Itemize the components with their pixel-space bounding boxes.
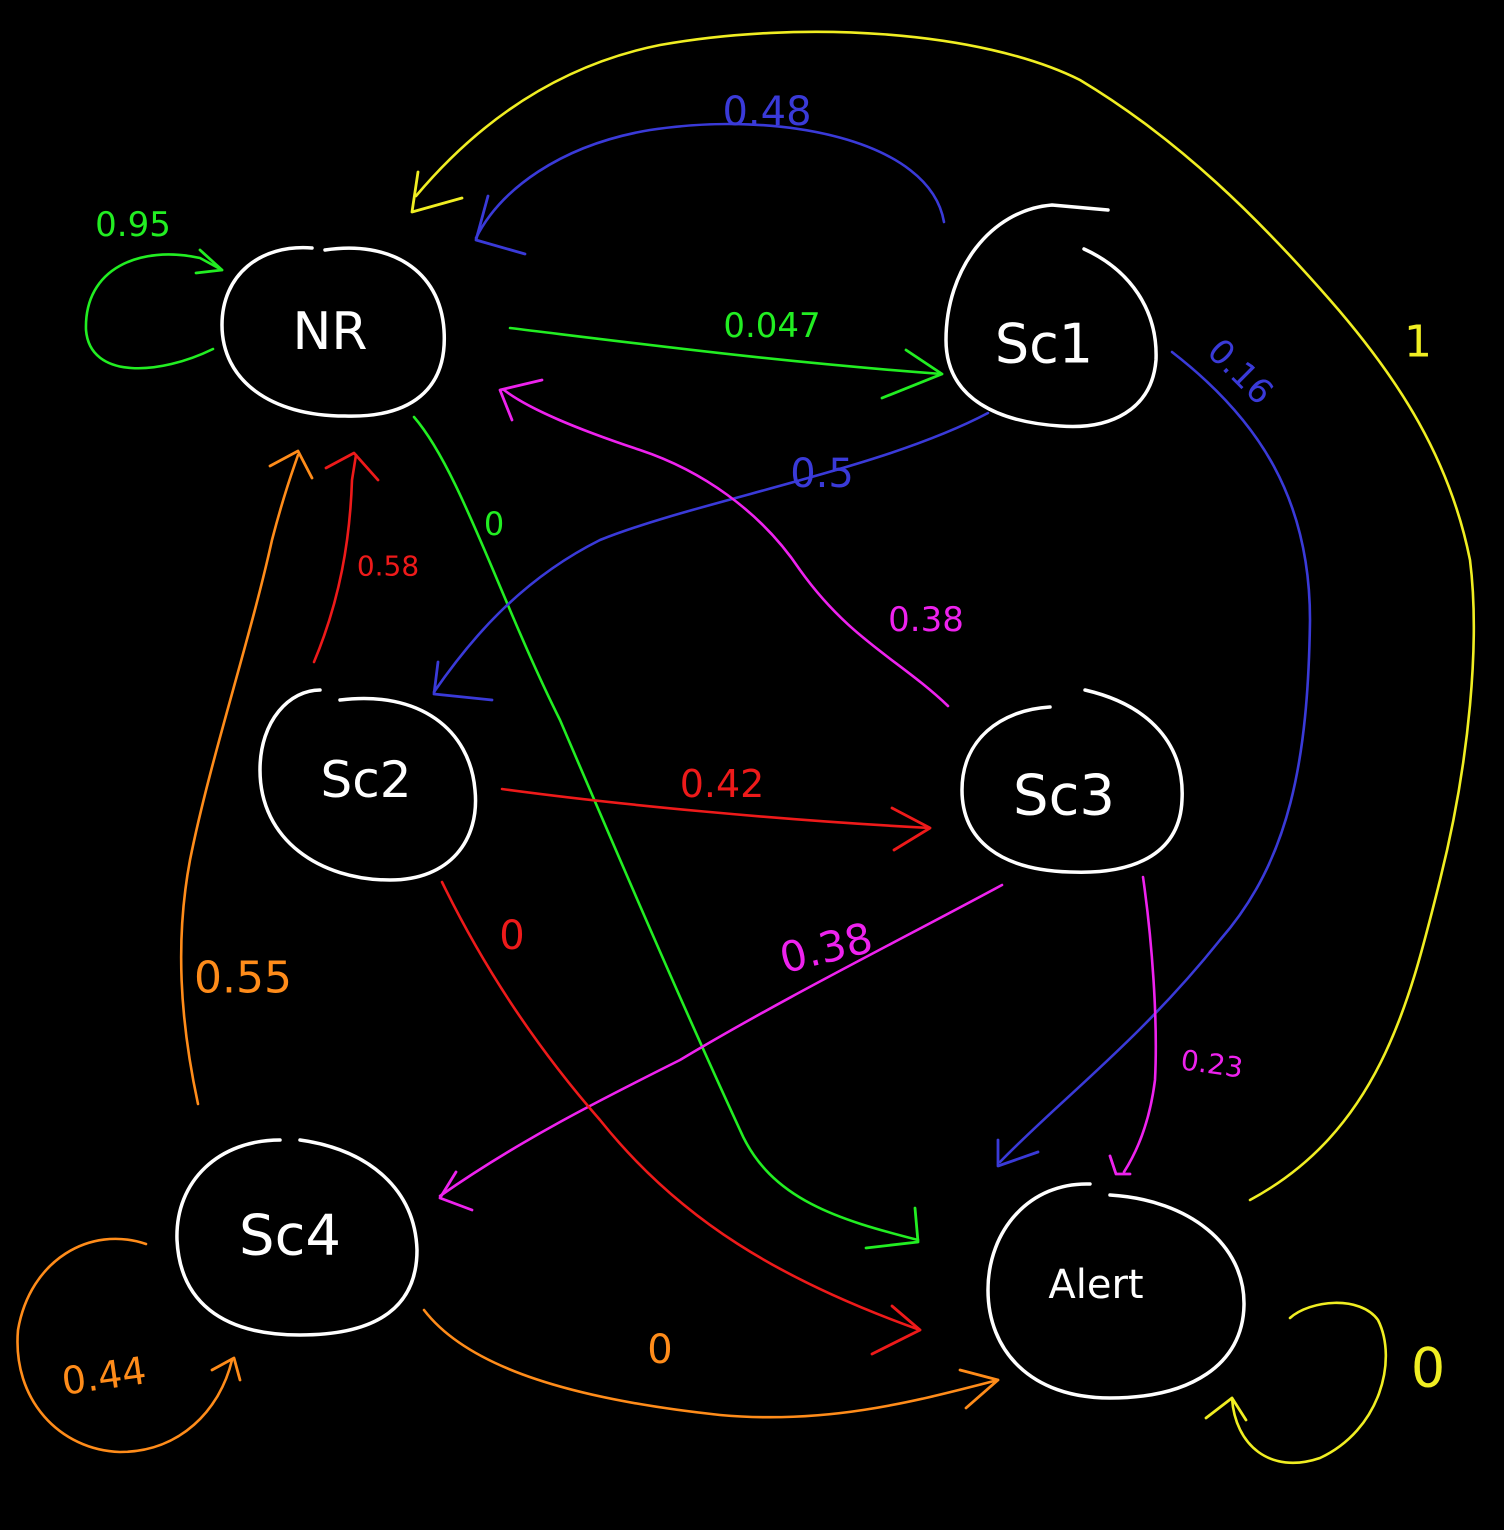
- node-label-sc4: Sc4: [239, 1204, 341, 1269]
- edge-label-sc3-nr: 0.38: [888, 600, 964, 640]
- node-label-nr: NR: [292, 302, 367, 362]
- node-label-sc3: Sc3: [1013, 764, 1115, 829]
- edge-label-nr-sc1: 0.047: [723, 306, 820, 346]
- edge-nr-nr: 0.95: [84, 205, 224, 370]
- edge-label-sc2-sc3: 0.42: [680, 762, 765, 806]
- edge-label-sc2-alert: 0: [499, 913, 524, 959]
- edge-label-sc3-alert: 0.23: [1179, 1043, 1245, 1084]
- edge-sc1-sc2: 0.5: [432, 411, 990, 702]
- node-label-sc2: Sc2: [320, 751, 411, 809]
- node-sc2: Sc2: [258, 688, 478, 882]
- edge-label-alert-nr: 1: [1404, 317, 1432, 368]
- edge-sc4-sc4: 0.44: [16, 1237, 242, 1454]
- edge-sc2-alert: 0: [440, 880, 922, 1356]
- edge-sc4-alert: 0: [422, 1308, 1000, 1419]
- edge-sc1-alert: 0.16: [996, 331, 1312, 1168]
- node-alert: Alert: [986, 1182, 1246, 1400]
- edge-label-sc4-alert: 0: [647, 1327, 672, 1373]
- edge-sc2-sc3: 0.42: [500, 762, 932, 852]
- edge-label-nr-nr: 0.95: [95, 205, 171, 245]
- node-sc4: Sc4: [175, 1138, 419, 1337]
- edge-sc2-nr: 0.58: [312, 451, 419, 664]
- edge-sc3-alert: 0.23: [1108, 875, 1245, 1176]
- edge-nr-alert: 0: [412, 415, 920, 1250]
- node-sc1: Sc1: [944, 203, 1158, 429]
- edge-label-sc4-nr: 0.55: [194, 953, 292, 1004]
- edge-label-sc2-nr: 0.58: [357, 550, 419, 583]
- edge-label-nr-alert: 0: [484, 505, 504, 543]
- edge-sc4-nr: 0.55: [179, 449, 314, 1106]
- edge-sc1-nr: 0.48: [474, 89, 946, 256]
- edge-label-alert-alert: 0: [1411, 1337, 1445, 1400]
- node-label-sc1: Sc1: [995, 313, 1093, 376]
- edge-label-sc1-nr: 0.48: [722, 89, 811, 135]
- edge-label-sc1-alert: 0.16: [1199, 331, 1281, 413]
- edge-alert-alert: 0: [1204, 1301, 1445, 1464]
- edge-label-sc1-sc2: 0.5: [790, 451, 854, 497]
- edge-nr-sc1: 0.047: [508, 306, 944, 400]
- edge-alert-nr: 1: [410, 30, 1476, 1202]
- edge-sc3-nr: 0.38: [498, 378, 964, 708]
- node-label-alert: Alert: [1048, 1262, 1143, 1308]
- edge-label-sc4-sc4: 0.44: [59, 1348, 149, 1403]
- edge-label-sc3-sc4: 0.38: [775, 913, 878, 983]
- node-sc3: Sc3: [960, 688, 1184, 874]
- node-nr: NR: [220, 245, 446, 418]
